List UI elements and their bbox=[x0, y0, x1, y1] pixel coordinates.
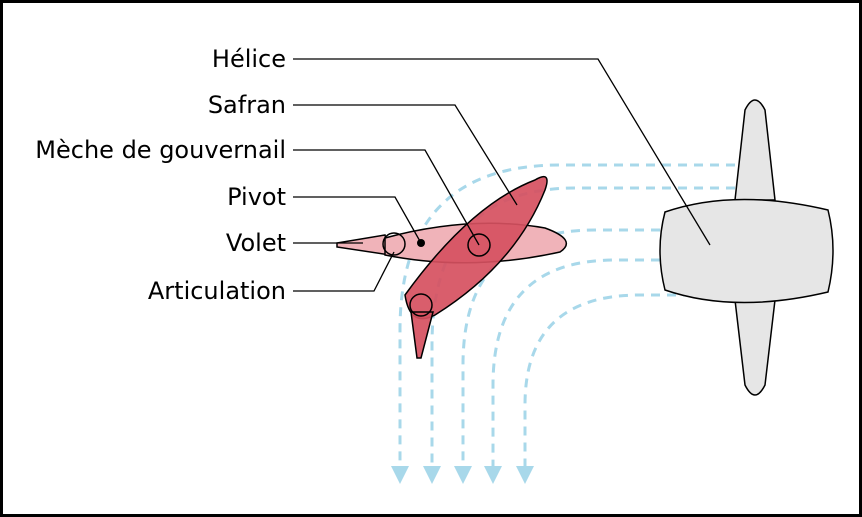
flow-line-3 bbox=[454, 228, 660, 484]
flow-line-1 bbox=[391, 163, 735, 484]
leader-meche bbox=[293, 149, 480, 246]
label-helice: Hélice bbox=[212, 45, 286, 73]
leader-articulation bbox=[293, 251, 395, 292]
rudder-deflected-flap bbox=[410, 311, 434, 359]
rudder-deflected-blade bbox=[404, 175, 548, 320]
leader-pivot bbox=[293, 196, 422, 244]
propeller-blade-bottom bbox=[734, 299, 776, 396]
label-articulation: Articulation bbox=[148, 277, 286, 305]
label-safran: Safran bbox=[208, 91, 286, 119]
propeller-blade-top bbox=[734, 99, 776, 201]
rudder-deflected bbox=[404, 175, 548, 359]
label-pivot: Pivot bbox=[227, 183, 286, 211]
label-volet: Volet bbox=[226, 229, 286, 257]
articulation-hinge-deflected bbox=[409, 293, 433, 317]
leader-safran bbox=[293, 104, 518, 206]
propeller-hub bbox=[659, 198, 834, 304]
articulation-hinge-neutral bbox=[382, 232, 406, 256]
propeller bbox=[659, 99, 834, 396]
flow-line-5 bbox=[516, 293, 740, 484]
flow-line-4 bbox=[484, 258, 660, 484]
rudder-stock-circle bbox=[467, 233, 491, 257]
label-meche: Mèche de gouvernail bbox=[35, 136, 286, 164]
labels: Hélice Safran Mèche de gouvernail Pivot … bbox=[35, 45, 286, 305]
leader-helice bbox=[293, 58, 711, 246]
leader-lines bbox=[293, 58, 711, 292]
